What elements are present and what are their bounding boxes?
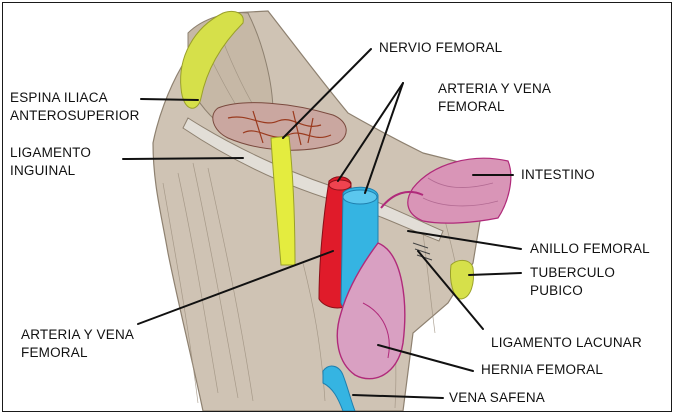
label-hernia-femoral: HERNIA FEMORAL <box>481 361 603 379</box>
label-nervio-femoral: NERVIO FEMORAL <box>379 39 502 57</box>
label-espina-iliaca: ESPINA ILIACA ANTEROSUPERIOR <box>10 89 140 125</box>
label-vena-safena: VENA SAFENA <box>449 389 545 407</box>
label-ligamento-lacunar: LIGAMENTO LACUNAR <box>491 334 642 352</box>
label-arteria-vena-top: ARTERIA Y VENA FEMORAL <box>438 80 551 116</box>
label-arteria-vena-bottom: ARTERIA Y VENA FEMORAL <box>21 326 134 362</box>
label-intestino: INTESTINO <box>521 166 595 184</box>
label-tuberculo-pubico: TUBERCULO PUBICO <box>530 264 671 300</box>
leader-ligamento-inguinal <box>123 158 243 159</box>
label-ligamento-inguinal: LIGAMENTO INGUINAL <box>10 144 91 180</box>
leader-tuberculo <box>469 273 521 275</box>
leader-espina <box>141 99 198 100</box>
label-anillo-femoral: ANILLO FEMORAL <box>530 240 650 258</box>
